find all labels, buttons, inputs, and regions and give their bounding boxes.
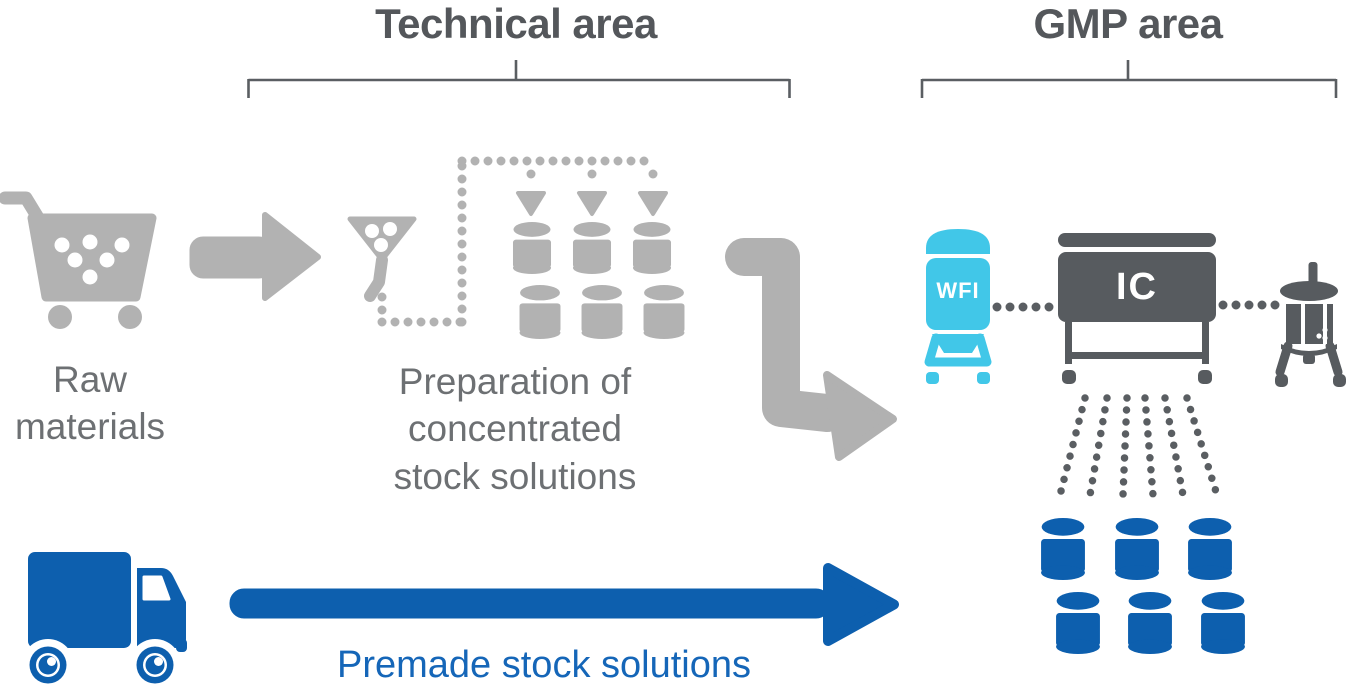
premade-arrow-right-icon (229, 563, 899, 646)
gmp-area-title: GMP area (1033, 0, 1224, 47)
shopping-cart-icon (0, 191, 157, 329)
dotted-spray-fan (1056, 394, 1221, 499)
dotted-path-with-arrows (377, 156, 668, 327)
raw-materials-label: Raw materials (14, 359, 166, 448)
funnel-icon (347, 216, 417, 302)
arrow-right-icon (189, 212, 321, 301)
bioreactor-icon (1275, 262, 1346, 387)
premade-stock-drum-icons (1041, 518, 1245, 654)
gmp-area-bracket (920, 60, 1338, 98)
dotted-connector-wfi-ic (992, 302, 1054, 312)
wfi-tank-label: WFI (936, 278, 979, 303)
stock-solution-drum-icons (512, 222, 685, 339)
technical-area-title: Technical area (375, 0, 657, 47)
delivery-truck-icon (25, 552, 187, 691)
preparation-label: Preparation of concentrated stock soluti… (393, 361, 637, 497)
inline-conditioning-unit-icon: IC (1058, 233, 1216, 384)
dotted-connector-ic-bioreactor (1218, 300, 1280, 310)
premade-stock-solutions-label: Premade stock solutions (337, 644, 751, 686)
technical-area-bracket (247, 60, 791, 98)
bent-arrow-down-right-icon (725, 238, 897, 461)
wfi-tank-icon: WFI (924, 229, 992, 384)
ic-unit-label: IC (1116, 266, 1158, 308)
